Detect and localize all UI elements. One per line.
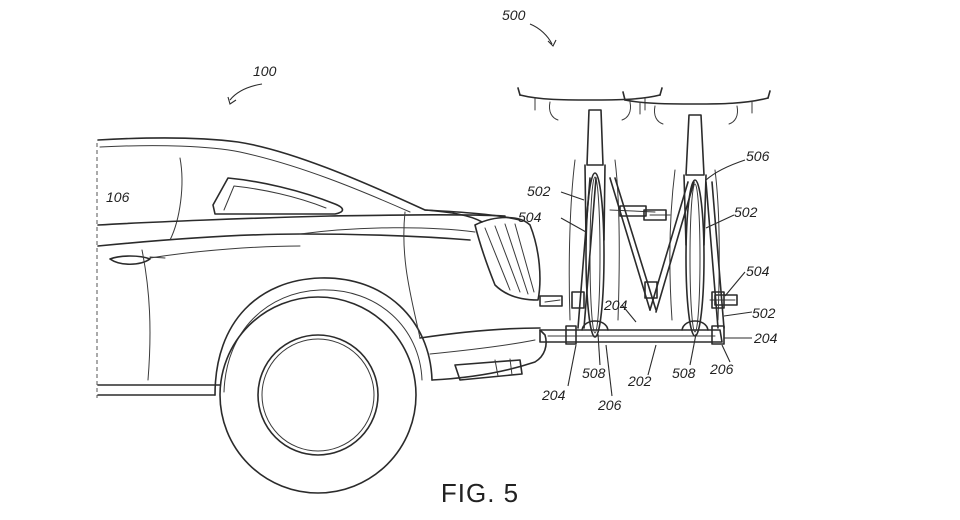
ref-204-a: 204 bbox=[603, 297, 628, 313]
ref-202: 202 bbox=[627, 373, 652, 389]
cradle-left bbox=[581, 320, 609, 331]
ref-504-a: 504 bbox=[518, 209, 542, 225]
support-arms bbox=[571, 177, 725, 329]
ref-106: 106 bbox=[106, 189, 130, 205]
ref-100: 100 bbox=[253, 63, 277, 79]
ref-504-b: 504 bbox=[746, 263, 770, 279]
ref-206-b: 206 bbox=[709, 361, 734, 377]
ref-206-a: 206 bbox=[597, 397, 622, 413]
figure-caption: FIG. 5 bbox=[440, 478, 520, 508]
ref-508-b: 508 bbox=[672, 365, 696, 381]
leader-lines bbox=[227, 23, 753, 397]
ref-506: 506 bbox=[746, 148, 770, 164]
ref-500: 500 bbox=[502, 7, 526, 23]
ref-502-c: 502 bbox=[752, 305, 776, 321]
wheel-cradles bbox=[581, 320, 709, 331]
ref-204-b: 204 bbox=[753, 330, 778, 346]
ref-502-a: 502 bbox=[527, 183, 551, 199]
ref-204-c: 204 bbox=[541, 387, 566, 403]
bike-rack-platform bbox=[539, 325, 725, 345]
quarter-window bbox=[212, 177, 344, 215]
reference-numerals: 100 106 500 502 504 506 502 504 502 204 … bbox=[106, 7, 778, 413]
vehicle-rear bbox=[96, 137, 547, 398]
tail-lamp bbox=[474, 216, 541, 301]
ref-502-b: 502 bbox=[734, 204, 758, 220]
door-handle bbox=[109, 255, 151, 266]
cradle-right bbox=[681, 320, 709, 331]
ref-508-a: 508 bbox=[582, 365, 606, 381]
rear-wheel bbox=[219, 296, 417, 494]
rear-diffuser bbox=[454, 359, 523, 381]
platform-202 bbox=[539, 329, 723, 343]
